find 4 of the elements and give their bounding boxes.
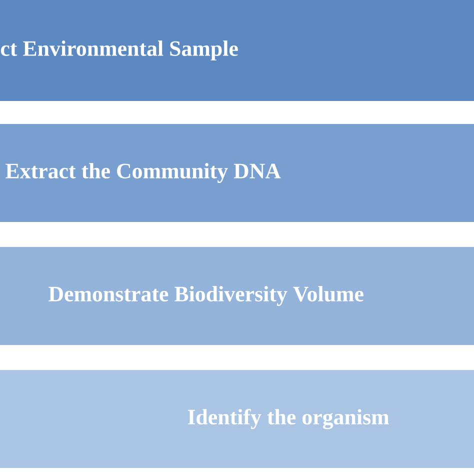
process-band: Extract the Community DNA — [0, 124, 474, 222]
process-band: Identify the organism — [0, 370, 474, 468]
process-band: Demonstrate Biodiversity Volume — [0, 247, 474, 345]
process-band: ct Environmental Sample — [0, 0, 474, 101]
